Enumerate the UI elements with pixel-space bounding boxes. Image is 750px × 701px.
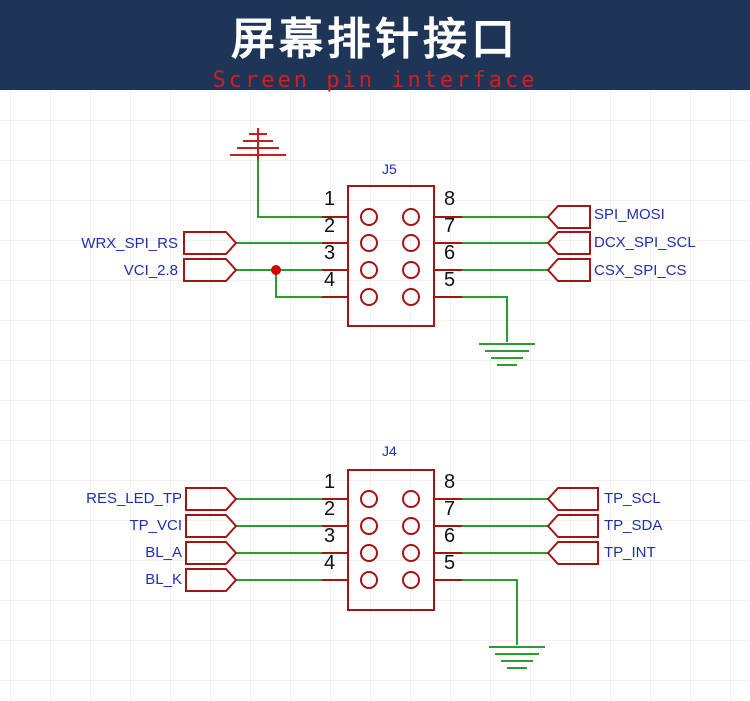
pin-number: 2 <box>324 215 335 237</box>
pin-number: 5 <box>444 269 455 291</box>
ground-symbol-bottom <box>479 343 535 366</box>
net-label: BL_K <box>145 571 182 588</box>
net-label: TP_INT <box>604 544 656 561</box>
connector-j5: J5 1 2 3 4 8 7 6 5 <box>81 128 696 366</box>
connector-ref-j4: J4 <box>382 443 397 459</box>
net-label-ports-left <box>185 487 238 592</box>
page-subtitle: Screen pin interface <box>212 68 538 93</box>
pin-number: 8 <box>444 471 455 493</box>
net-label: BL_A <box>145 544 182 561</box>
wires <box>236 498 548 645</box>
net-label: TP_SCL <box>604 490 661 507</box>
pin-number: 7 <box>444 498 455 520</box>
grid-background <box>0 90 750 701</box>
wires <box>236 160 548 342</box>
header-banner <box>0 0 750 90</box>
connector-body <box>347 469 435 611</box>
pin-stubs <box>322 216 462 298</box>
pin-number: 5 <box>444 552 455 574</box>
net-label-ports-right <box>546 205 591 282</box>
net-label: SPI_MOSI <box>594 206 665 223</box>
pin-number: 1 <box>324 188 335 210</box>
net-label: VCI_2.8 <box>124 262 178 279</box>
pin-number: 8 <box>444 188 455 210</box>
net-label: CSX_SPI_CS <box>594 262 687 279</box>
junction-dot <box>271 265 281 275</box>
pin-number: 6 <box>444 525 455 547</box>
pin-number: 4 <box>324 552 335 574</box>
net-label: RES_LED_TP <box>86 490 182 507</box>
net-label-ports-right <box>546 487 599 565</box>
connector-j4: J4 1 2 3 4 8 7 6 5 <box>86 443 662 669</box>
pin-number: 7 <box>444 215 455 237</box>
net-label: TP_VCI <box>129 517 182 534</box>
pin-number: 3 <box>324 242 335 264</box>
pin-number: 1 <box>324 471 335 493</box>
pin-number: 2 <box>324 498 335 520</box>
pin-number: 3 <box>324 525 335 547</box>
net-label: WRX_SPI_RS <box>81 235 178 252</box>
connector-body <box>347 185 435 327</box>
pin-holes <box>360 208 420 306</box>
page-title: 屏幕排针接口 <box>231 14 519 65</box>
pin-number: 6 <box>444 242 455 264</box>
net-label: TP_SDA <box>604 517 662 534</box>
pin-stubs <box>322 498 462 581</box>
net-label-ports-left <box>183 231 238 282</box>
connector-ref-j5: J5 <box>382 161 397 177</box>
ground-symbol <box>489 646 545 669</box>
net-label: DCX_SPI_SCL <box>594 234 696 251</box>
ground-symbol-top <box>230 128 286 160</box>
pin-holes <box>360 490 420 589</box>
pin-number: 4 <box>324 269 335 291</box>
